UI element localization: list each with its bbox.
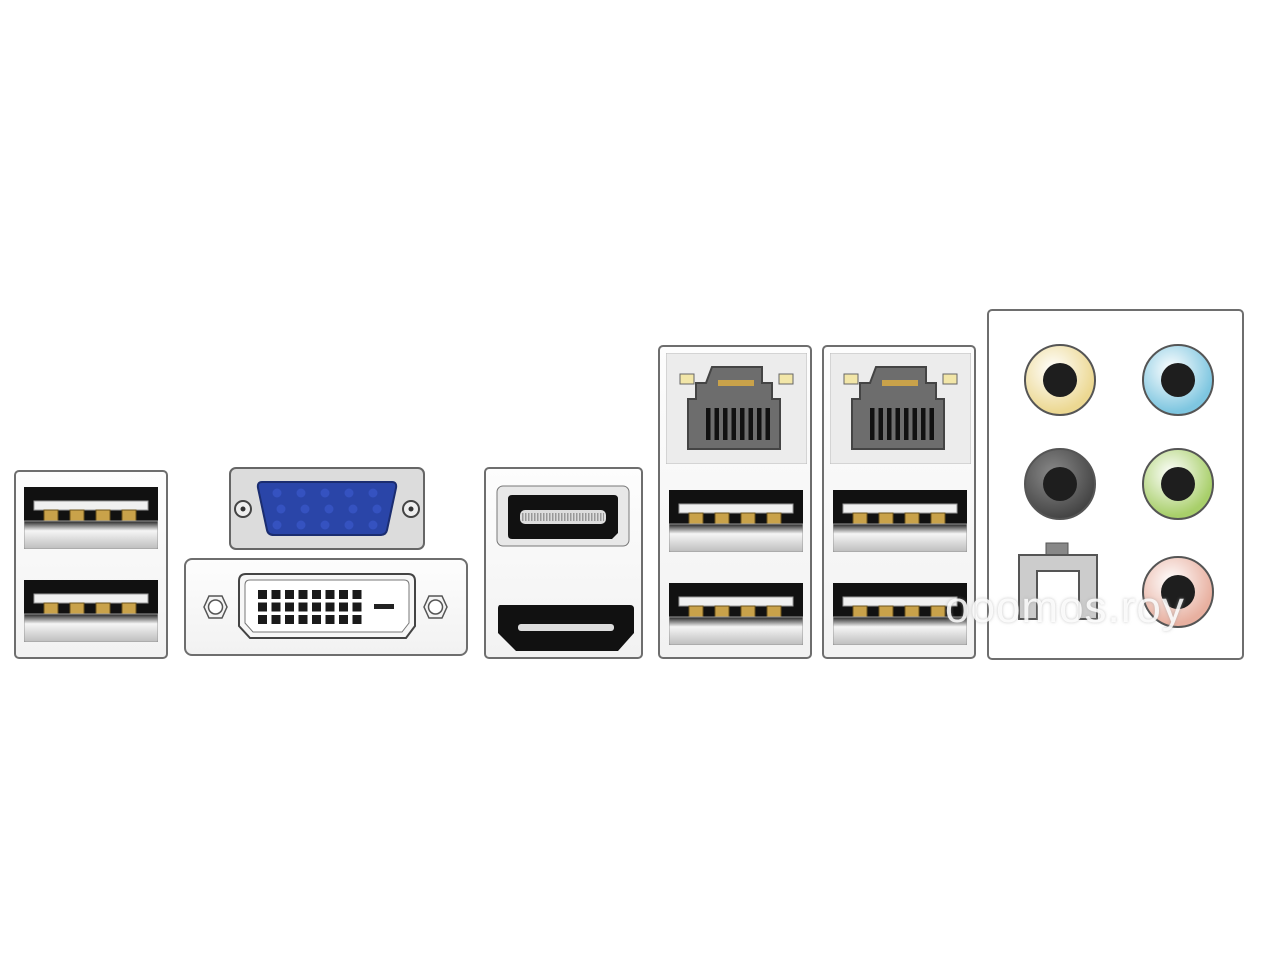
rj45-connector-icon bbox=[829, 352, 972, 465]
usb-connector-icon bbox=[23, 580, 159, 643]
usb-port[interactable] bbox=[23, 580, 159, 643]
rj45-connector-icon bbox=[665, 352, 808, 465]
vga-port[interactable] bbox=[229, 467, 425, 550]
hdmi-port[interactable] bbox=[496, 603, 636, 655]
diagram-title: Rear I/O panel bbox=[0, 0, 1, 1]
usb-connector-icon bbox=[668, 490, 804, 553]
lan-usb-panel-1 bbox=[658, 345, 812, 659]
lan-port[interactable] bbox=[665, 352, 808, 469]
usb-connector-icon bbox=[23, 487, 159, 550]
audio-jack-mic[interactable] bbox=[1142, 556, 1214, 628]
usb-port[interactable] bbox=[668, 490, 804, 553]
usb-port[interactable] bbox=[23, 487, 159, 550]
audio-jack-line-in[interactable] bbox=[1142, 344, 1214, 416]
audio-jack-center-sub[interactable] bbox=[1024, 344, 1096, 416]
usb-port[interactable] bbox=[832, 583, 968, 646]
usb-port[interactable] bbox=[832, 490, 968, 553]
dvi-port[interactable] bbox=[184, 558, 468, 656]
audio-panel bbox=[987, 309, 1244, 660]
lan-usb-panel-2 bbox=[822, 345, 976, 659]
display-panel bbox=[484, 467, 643, 659]
audio-jack-rear-speaker[interactable] bbox=[1024, 448, 1096, 520]
usb-port[interactable] bbox=[668, 583, 804, 646]
displayport-port[interactable] bbox=[496, 485, 630, 547]
vga-connector-icon bbox=[229, 467, 425, 550]
usb-connector-icon bbox=[832, 583, 968, 646]
usb-panel-1 bbox=[14, 470, 168, 659]
optical-spdif-port[interactable] bbox=[1016, 541, 1100, 641]
audio-jack-line-out[interactable] bbox=[1142, 448, 1214, 520]
dvi-connector-icon bbox=[203, 573, 448, 639]
usb-connector-icon bbox=[832, 490, 968, 553]
lan-port[interactable] bbox=[829, 352, 972, 469]
usb-connector-icon bbox=[668, 583, 804, 646]
